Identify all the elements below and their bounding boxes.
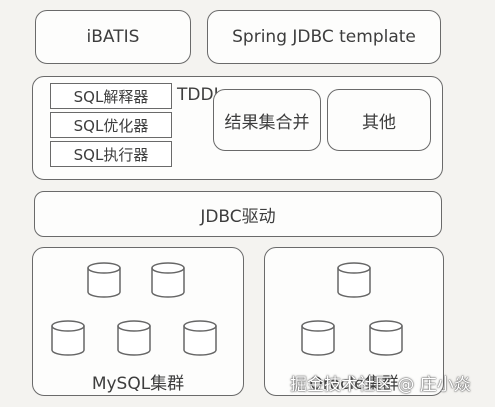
oracle-cluster-box: Oracle集群 [264, 247, 444, 396]
sql-interpreter-label: SQL解释器 [73, 87, 149, 106]
sql-optimizer-box: SQL优化器 [50, 112, 172, 138]
database-icon [337, 262, 371, 298]
jdbc-driver-box: JDBC驱动 [34, 191, 442, 237]
sql-executor-label: SQL执行器 [73, 145, 149, 164]
database-icon [301, 320, 335, 356]
ibatis-label: iBATIS [86, 27, 140, 47]
result-merge-box: 结果集合并 [213, 89, 321, 151]
spring-jdbc-template-label: Spring JDBC template [232, 27, 416, 47]
sql-interpreter-box: SQL解释器 [50, 83, 172, 109]
other-label: 其他 [362, 112, 396, 133]
sql-optimizer-label: SQL优化器 [73, 116, 149, 135]
mysql-cluster-label: MySQL集群 [91, 374, 185, 394]
result-merge-label: 结果集合并 [224, 112, 310, 133]
sql-executor-box: SQL执行器 [50, 141, 172, 167]
watermark: 掘金技术社区 @ 庄小焱 [290, 375, 471, 395]
database-icon [151, 262, 185, 298]
tddl-box: SQL解释器 SQL优化器 SQL执行器 TDDL 结果集合并 其他 [32, 76, 443, 180]
database-icon [87, 262, 121, 298]
database-icon [51, 320, 85, 356]
database-icon [117, 320, 151, 356]
jdbc-driver-label: JDBC驱动 [200, 206, 276, 227]
spring-jdbc-template-box: Spring JDBC template [207, 10, 441, 64]
tddl-title: TDDL [177, 85, 224, 105]
ibatis-box: iBATIS [35, 10, 191, 64]
database-icon [183, 320, 217, 356]
oracle-cluster-label: Oracle集群 [309, 374, 399, 394]
mysql-cluster-box: MySQL集群 [32, 247, 244, 396]
other-box: 其他 [327, 89, 431, 151]
database-icon [369, 320, 403, 356]
